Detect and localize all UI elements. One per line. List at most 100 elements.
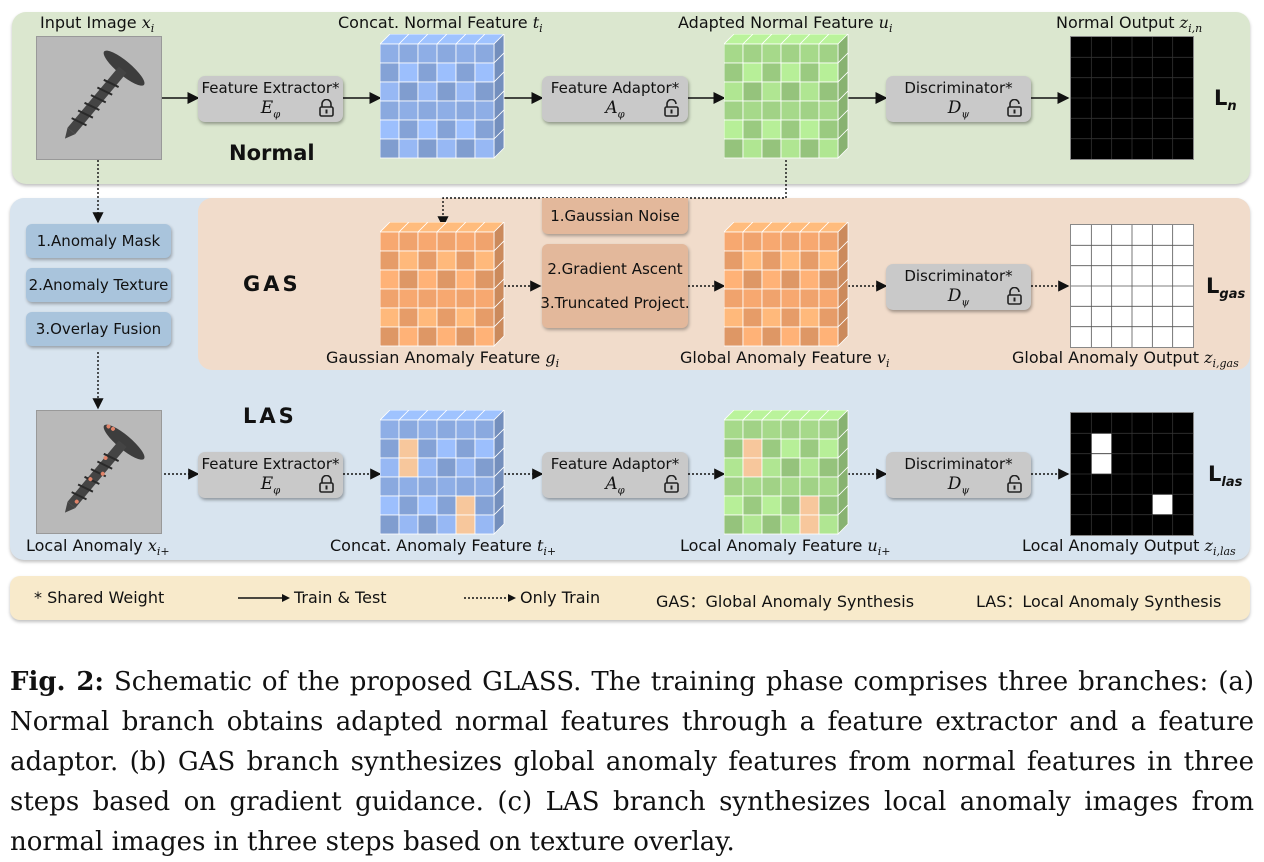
- global-anomaly-output-label: Global Anomaly Output zi,gas: [1012, 348, 1239, 371]
- caption-text: Schematic of the proposed GLASS. The tra…: [10, 667, 1255, 857]
- feature-cell: [799, 419, 820, 440]
- normal-output-label: Normal Output zi,n: [1056, 13, 1203, 36]
- feature-cell: [380, 231, 400, 252]
- feature-cell: [474, 119, 495, 140]
- feature-cell: [780, 119, 801, 140]
- feature-cell: [380, 119, 400, 140]
- feature-cell: [724, 119, 744, 140]
- feature-cell: [799, 62, 820, 83]
- feature-cell: [455, 119, 476, 140]
- local-anomaly-image-screw: [36, 410, 162, 534]
- feature-cell: [380, 307, 400, 328]
- feature-cell: [742, 476, 763, 497]
- feature-cell: [818, 100, 839, 121]
- feature-cell: [799, 138, 820, 159]
- feature-cell: [799, 269, 820, 290]
- feature-cell: [398, 119, 419, 140]
- feature-cell: [724, 43, 744, 64]
- feature-cell: [474, 250, 495, 271]
- unlocked-icon: [664, 475, 679, 493]
- feature-cell: [380, 457, 400, 478]
- feature-cell: [398, 250, 419, 271]
- feature-cell: [474, 495, 495, 516]
- concat-normal-feature-cube: [380, 34, 505, 159]
- feature-cell: [474, 307, 495, 328]
- feature-cell: [724, 476, 744, 497]
- feature-cell: [761, 438, 782, 459]
- feature-cell: [417, 438, 438, 459]
- concat-anomaly-feature-label: Concat. Anomaly Feature ti+: [330, 536, 557, 559]
- figure-caption: Fig. 2: Schematic of the proposed GLASS.…: [10, 662, 1254, 862]
- legend-bar: * Shared Weight Train & Test Only Train …: [10, 576, 1250, 620]
- gas-branch-title: GAS: [243, 272, 301, 296]
- feature-cell: [474, 43, 495, 64]
- feature-cell: [417, 495, 438, 516]
- feature-cell: [417, 43, 438, 64]
- feature-cell: [724, 419, 744, 440]
- feature-cell: [799, 81, 820, 102]
- gas-step-truncated-projection: 3.Truncated Project.: [540, 294, 690, 312]
- feature-cell: [724, 495, 744, 516]
- feature-cell: [780, 495, 801, 516]
- feature-cell: [417, 307, 438, 328]
- gas-step-gaussian-noise: 1.Gaussian Noise: [542, 198, 688, 234]
- feature-cell: [724, 250, 744, 271]
- feature-cell: [417, 476, 438, 497]
- feature-cell: [742, 307, 763, 328]
- anomaly-feature-cell: [742, 457, 763, 478]
- locked-icon: [319, 99, 334, 117]
- feature-cell: [380, 138, 400, 159]
- discriminator-box-gas: Discriminator* Dψ: [886, 264, 1031, 310]
- feature-cell: [398, 476, 419, 497]
- feature-cell: [380, 100, 400, 121]
- locked-icon: [319, 475, 334, 493]
- feature-cell: [742, 119, 763, 140]
- feature-cell: [436, 81, 457, 102]
- feature-cell: [380, 476, 400, 497]
- feature-cell: [474, 62, 495, 83]
- feature-cell: [818, 326, 839, 347]
- feature-cell: [474, 138, 495, 159]
- feature-cell: [818, 250, 839, 271]
- feature-cell: [761, 495, 782, 516]
- feature-cell: [474, 419, 495, 440]
- discriminator-box-normal: Discriminator* Dψ: [886, 76, 1031, 122]
- normal-output-map: [1070, 36, 1194, 160]
- feature-cell: [780, 62, 801, 83]
- feature-cell: [780, 326, 801, 347]
- anomaly-output-cell: [1091, 433, 1112, 454]
- feature-cell: [761, 119, 782, 140]
- feature-cell: [380, 419, 400, 440]
- feature-cell: [380, 326, 400, 347]
- feature-cell: [799, 100, 820, 121]
- feature-cell: [455, 43, 476, 64]
- feature-cell: [417, 100, 438, 121]
- feature-cell: [436, 250, 457, 271]
- gas-step-gradient-ascent: 2.Gradient Ascent: [547, 260, 683, 278]
- feature-extractor-box-normal: Feature Extractor* Eφ: [198, 76, 343, 122]
- feature-cell: [799, 326, 820, 347]
- feature-cell: [455, 81, 476, 102]
- feature-cell: [799, 307, 820, 328]
- feature-cell: [455, 326, 476, 347]
- solid-arrow-icon: [238, 594, 290, 602]
- feature-cell: [455, 457, 476, 478]
- feature-cell: [436, 438, 457, 459]
- legend-shared-weight: * Shared Weight: [34, 588, 165, 607]
- feature-cell: [455, 62, 476, 83]
- feature-cell: [761, 514, 782, 535]
- global-anomaly-feature-cube: [724, 222, 849, 347]
- feature-cell: [398, 81, 419, 102]
- feature-cell: [436, 269, 457, 290]
- feature-cell: [818, 119, 839, 140]
- feature-cell: [398, 231, 419, 252]
- feature-cell: [380, 81, 400, 102]
- feature-adaptor-box-normal: Feature Adaptor* Aφ: [542, 76, 688, 122]
- feature-cell: [398, 62, 419, 83]
- feature-cell: [417, 419, 438, 440]
- gas-step-gradient-ascent-and-truncated-projection: 2.Gradient Ascent 3.Truncated Project.: [540, 244, 690, 328]
- feature-cell: [742, 419, 763, 440]
- feature-cell: [742, 326, 763, 347]
- feature-cell: [474, 100, 495, 121]
- feature-cell: [380, 62, 400, 83]
